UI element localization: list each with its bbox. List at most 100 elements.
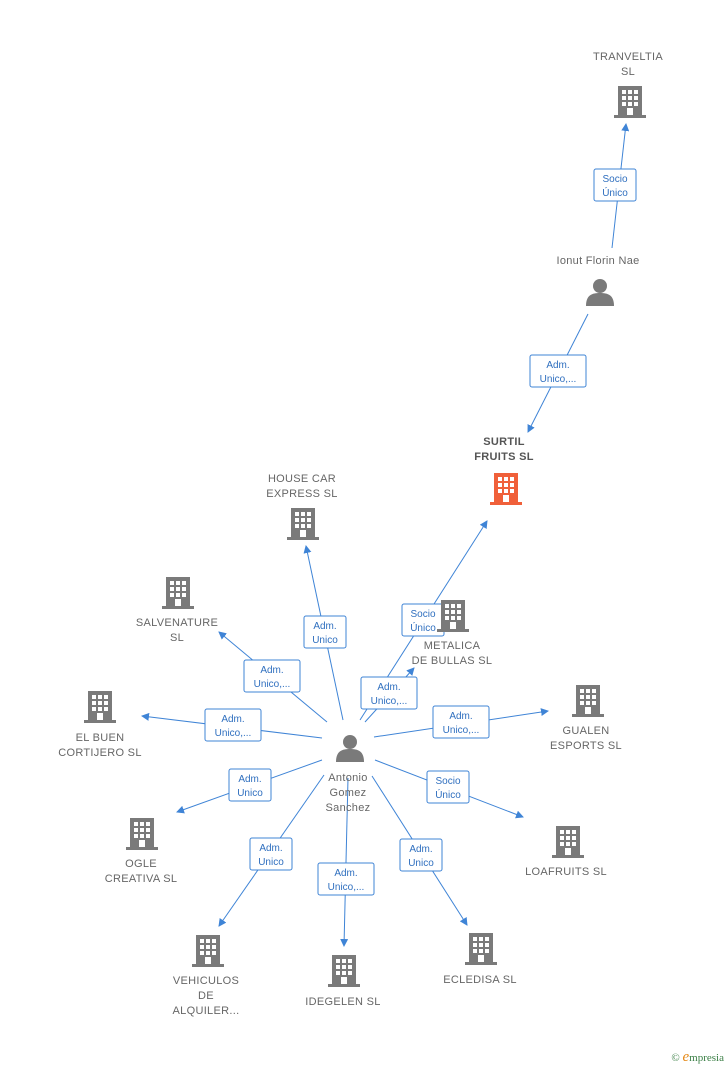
edge-label-text: Socio <box>435 776 460 787</box>
edge-line <box>340 777 349 947</box>
building-icon <box>437 600 469 632</box>
node-label-tranveltia: SL <box>621 66 635 78</box>
building-icon <box>84 691 116 723</box>
edge-label-box <box>593 168 637 202</box>
edge-label-text: Adm. <box>260 665 283 676</box>
node-elbuen[interactable] <box>84 691 116 723</box>
edge-label-box <box>399 838 443 872</box>
node-label-ionut: Ionut Florin Nae <box>556 255 639 267</box>
person-icon <box>336 735 364 762</box>
building-icon <box>614 86 646 118</box>
edge-label-box <box>317 862 375 896</box>
node-label-housecar: EXPRESS SL <box>266 488 337 500</box>
edge-label-text: Adm. <box>409 844 432 855</box>
edge-antonio-to-elbuen[interactable]: Adm. Unico,... <box>141 708 323 742</box>
building-icon <box>328 955 360 987</box>
node-label-elbuen: EL BUEN <box>76 732 125 744</box>
edge-label-text: Unico <box>408 858 434 869</box>
node-label-antonio: Antonio <box>328 772 367 784</box>
edge-label-box <box>360 676 418 710</box>
node-label-elbuen: CORTIJERO SL <box>58 747 141 759</box>
node-label-surtil: FRUITS SL <box>474 451 534 463</box>
node-label-surtil: SURTIL <box>483 436 525 448</box>
edge-label-text: Adm. <box>546 360 569 371</box>
edge-label-text: Socio <box>602 174 627 185</box>
node-label-ogle: CREATIVA SL <box>105 873 178 885</box>
edge-label-text: Unico,... <box>540 374 577 385</box>
brand-logo-initial: e <box>682 1049 690 1065</box>
node-label-ogle: OGLE <box>125 858 157 870</box>
node-label-metalica: DE BULLAS SL <box>412 655 493 667</box>
node-label-housecar: HOUSE CAR <box>268 473 336 485</box>
node-label-vehiculos: ALQUILER... <box>173 1005 240 1017</box>
building-icon <box>465 933 497 965</box>
node-tranveltia[interactable] <box>614 86 646 118</box>
footer-brand[interactable]: © empresia <box>671 1049 724 1066</box>
edge-antonio-to-idegelen[interactable]: Adm.Unico,... <box>317 777 375 947</box>
edge-label-box <box>432 705 490 739</box>
brand-logo-text: mpresia <box>689 1052 724 1064</box>
edge-antonio-to-gualen[interactable]: Adm.Unico,... <box>373 705 549 739</box>
edge-label-text: Unico <box>237 788 263 799</box>
edge-label-text: Unico,... <box>254 679 291 690</box>
edge-antonio-to-vehiculos[interactable]: Adm. Unico <box>218 774 325 927</box>
edge-antonio-to-metalica[interactable]: Adm. Unico,... <box>360 667 418 723</box>
node-label-idegelen: IDEGELEN SL <box>305 996 380 1008</box>
edge-label-text: Unico <box>312 635 338 646</box>
edge-label-text: Socio <box>410 609 435 620</box>
node-label-metalica: METALICA <box>424 640 481 652</box>
edge-antonio-to-housecar[interactable]: Adm. Unico <box>303 545 347 721</box>
edge-label-box <box>204 708 262 742</box>
node-ogle[interactable] <box>126 818 158 850</box>
edge-label-text: Único <box>410 621 436 634</box>
edge-label-text: Adm. <box>221 714 244 725</box>
edge-label-text: Único <box>602 186 628 199</box>
edge-label-text: Adm. <box>313 621 336 632</box>
edge-antonio-to-ecledisa[interactable]: Adm. Unico <box>371 775 468 926</box>
edge-antonio-to-salvenature[interactable]: Adm. Unico,... <box>218 631 328 723</box>
node-label-vehiculos: VEHICULOS <box>173 975 239 987</box>
edge-label-text: Adm. <box>259 843 282 854</box>
node-label-tranveltia: TRANVELTIA <box>593 51 663 63</box>
building-icon <box>552 826 584 858</box>
node-label-gualen: GUALEN <box>562 725 609 737</box>
node-label-antonio: Sanchez <box>326 802 371 814</box>
node-label-salvenature: SALVENATURE <box>136 617 218 629</box>
node-label-loafruits: LOAFRUITS SL <box>525 866 607 878</box>
edge-label-text: Unico,... <box>215 728 252 739</box>
node-antonio[interactable] <box>336 735 364 762</box>
focus-building-icon <box>490 473 522 505</box>
node-label-gualen: ESPORTS SL <box>550 740 622 752</box>
node-ecledisa[interactable] <box>465 933 497 965</box>
edge-ionut-to-surtil[interactable]: Adm. Unico,... <box>527 313 589 433</box>
edge-label-text: Unico,... <box>443 725 480 736</box>
node-salvenature[interactable] <box>162 577 194 609</box>
node-label-antonio: Gomez <box>330 787 367 799</box>
edge-label-text: Adm. <box>377 682 400 693</box>
edge-label-box <box>426 770 470 804</box>
edge-antonio-to-ogle[interactable]: Adm. Unico <box>176 759 323 814</box>
edge-label-box <box>529 354 587 388</box>
building-icon <box>192 935 224 967</box>
node-loafruits[interactable] <box>552 826 584 858</box>
node-housecar[interactable] <box>287 508 319 540</box>
edge-label-text: Único <box>435 788 461 801</box>
edge-label-text: Adm. <box>334 868 357 879</box>
edge-label-box <box>243 659 301 693</box>
node-ionut[interactable] <box>586 279 614 306</box>
edge-label-text: Unico <box>258 857 284 868</box>
node-surtil[interactable] <box>490 473 522 505</box>
node-vehiculos[interactable] <box>192 935 224 967</box>
node-metalica[interactable] <box>437 600 469 632</box>
person-icon <box>586 279 614 306</box>
building-icon <box>287 508 319 540</box>
copyright-icon: © <box>671 1052 680 1064</box>
edge-label-text: Unico,... <box>371 696 408 707</box>
edge-label-text: Adm. <box>238 774 261 785</box>
edge-label-box <box>249 837 293 871</box>
node-gualen[interactable] <box>572 685 604 717</box>
node-idegelen[interactable] <box>328 955 360 987</box>
